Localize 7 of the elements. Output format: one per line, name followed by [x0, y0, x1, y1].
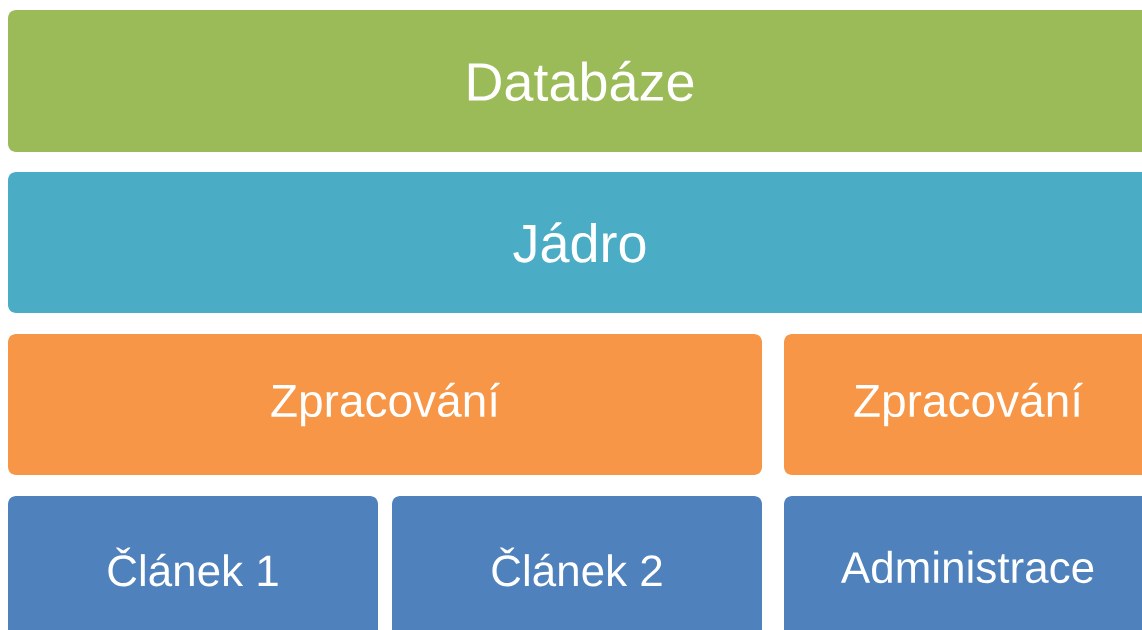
module-box: Článek 2	[392, 496, 762, 630]
module-box: Článek 1	[8, 496, 378, 630]
module-box: Zpracování	[8, 334, 762, 475]
module-box: Zpracování	[784, 334, 1142, 475]
layer-band: Databáze	[8, 10, 1142, 152]
layer-band: Jádro	[8, 172, 1142, 313]
module-box: Administrace	[784, 496, 1142, 630]
